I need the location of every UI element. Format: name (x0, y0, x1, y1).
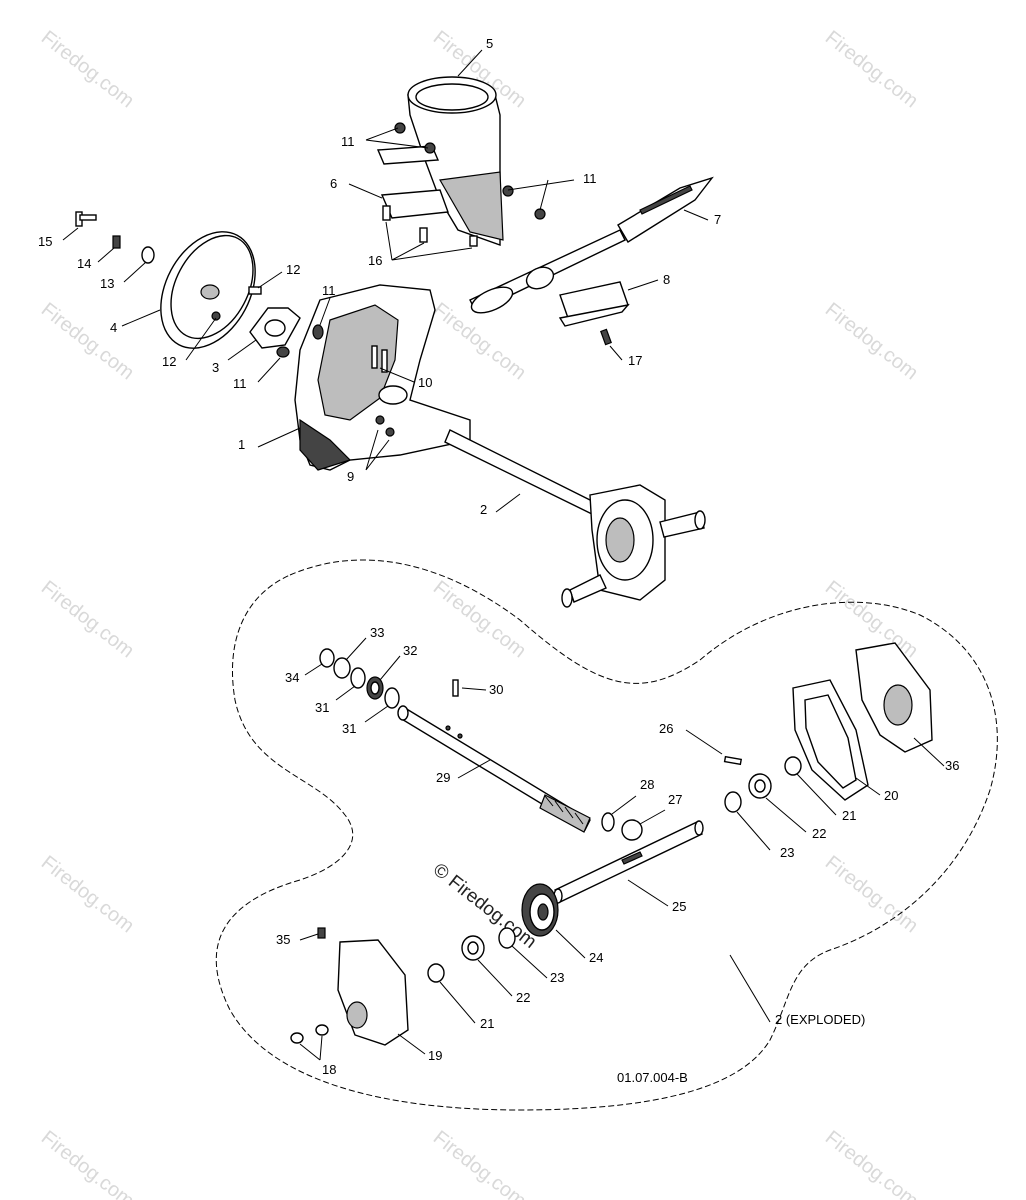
part-30-pin (452, 679, 487, 697)
part-22-bushing (748, 773, 807, 833)
callout-21: 21 (480, 1016, 494, 1031)
callout-23: 23 (780, 845, 794, 860)
callout-32: 32 (403, 643, 417, 658)
part-26-key (685, 729, 743, 766)
part-22-bushing (461, 935, 513, 997)
callout-27: 27 (668, 792, 682, 807)
part-21-ring (784, 756, 837, 816)
callout-10: 10 (418, 375, 432, 390)
part-23-washer (498, 927, 548, 979)
part-20-gasket (792, 679, 881, 801)
part-5-chute (407, 49, 504, 246)
part-14-spring (97, 235, 121, 263)
callout-30: 30 (489, 682, 503, 697)
callout-11: 11 (233, 376, 247, 391)
part-11-nut (312, 297, 331, 340)
part-1-housing (257, 284, 471, 471)
part-21-ring (427, 963, 476, 1024)
callout-33: 33 (370, 625, 384, 640)
part-3-bearing-flange (227, 307, 301, 361)
part-32-seal (366, 655, 401, 700)
watermark: Firedog.com (429, 577, 530, 663)
callout-19: 19 (428, 1048, 442, 1063)
callout-2: 2 (480, 502, 487, 517)
callout-23: 23 (550, 970, 564, 985)
part-2-auger-shaft (444, 429, 706, 608)
callout-17: 17 (628, 353, 642, 368)
callout-14: 14 (77, 256, 91, 271)
callout-9: 9 (347, 469, 354, 484)
callout-22: 22 (812, 826, 826, 841)
part-17-screw (600, 328, 623, 361)
part-7-control-rod (469, 176, 714, 314)
watermark: Firedog.com (821, 1127, 922, 1200)
callout-15: 15 (38, 234, 52, 249)
callout-labels: 5 11 11 6 7 16 8 17 15 14 13 12 4 11 1 2 … (38, 36, 959, 1085)
callout-3: 3 (212, 360, 219, 375)
watermark: Firedog.com (37, 1127, 138, 1200)
callout-28: 28 (640, 777, 654, 792)
part-24-gear (521, 883, 586, 959)
callout-18: 18 (322, 1062, 336, 1077)
watermark: Firedog.com (37, 852, 138, 938)
part-36-gearbox-half (855, 642, 945, 767)
watermark: Firedog.com (37, 299, 138, 385)
part-11-nut (257, 346, 290, 383)
part-13-washer (123, 246, 155, 283)
callout-31: 31 (342, 721, 356, 736)
callout-36: 36 (945, 758, 959, 773)
callout-35: 35 (276, 932, 290, 947)
watermark: Firedog.com (429, 1127, 530, 1200)
callout-20: 20 (884, 788, 898, 803)
part-27-bushing (621, 809, 666, 841)
callout-21: 21 (842, 808, 856, 823)
callout-11: 11 (583, 171, 597, 186)
callout-7: 7 (714, 212, 721, 227)
watermark: Firedog.com (821, 852, 922, 938)
drawing-code: 01.07.004-B (617, 1070, 688, 1085)
watermark: Firedog.com (821, 299, 922, 385)
callout-11: 11 (341, 134, 355, 149)
watermark: Firedog.com (37, 577, 138, 663)
part-6-plate (348, 122, 575, 261)
watermark: Firedog.com (821, 27, 922, 113)
callout-12: 12 (162, 354, 176, 369)
callout-29: 29 (436, 770, 450, 785)
part-34-ring (304, 648, 335, 676)
callout-8: 8 (663, 272, 670, 287)
part-15-bolt (62, 211, 97, 241)
callout-31: 31 (315, 700, 329, 715)
callout-6: 6 (330, 176, 337, 191)
callout-11: 11 (322, 283, 336, 298)
part-4-pulley (121, 231, 256, 361)
callout-34: 34 (285, 670, 299, 685)
callout-25: 25 (672, 899, 686, 914)
part-35-bolt (299, 927, 326, 941)
part-8-bracket (558, 279, 659, 327)
callout-13: 13 (100, 276, 114, 291)
part-12-stud (248, 271, 283, 295)
callout-16: 16 (368, 253, 382, 268)
callout-24: 24 (589, 950, 603, 965)
part-18-plug (290, 1024, 329, 1061)
part-33-bushing (333, 637, 367, 679)
watermark: Firedog.com (37, 27, 138, 113)
part-19-gearbox-half (337, 939, 426, 1055)
callout-1: 1 (238, 437, 245, 452)
exploded-boundary (215, 559, 998, 1111)
callout-5: 5 (486, 36, 493, 51)
part-31-washer (335, 667, 366, 701)
part-23-washer (724, 791, 771, 851)
callout-4: 4 (110, 320, 117, 335)
part-28-washer (601, 795, 637, 832)
callout-22: 22 (516, 990, 530, 1005)
part-29-worm-shaft (397, 705, 591, 833)
callout-12: 12 (286, 262, 300, 277)
callout-26: 26 (659, 721, 673, 736)
exploded-view-label: 2 (EXPLODED) (775, 1012, 865, 1027)
part-31-washer (364, 687, 400, 723)
